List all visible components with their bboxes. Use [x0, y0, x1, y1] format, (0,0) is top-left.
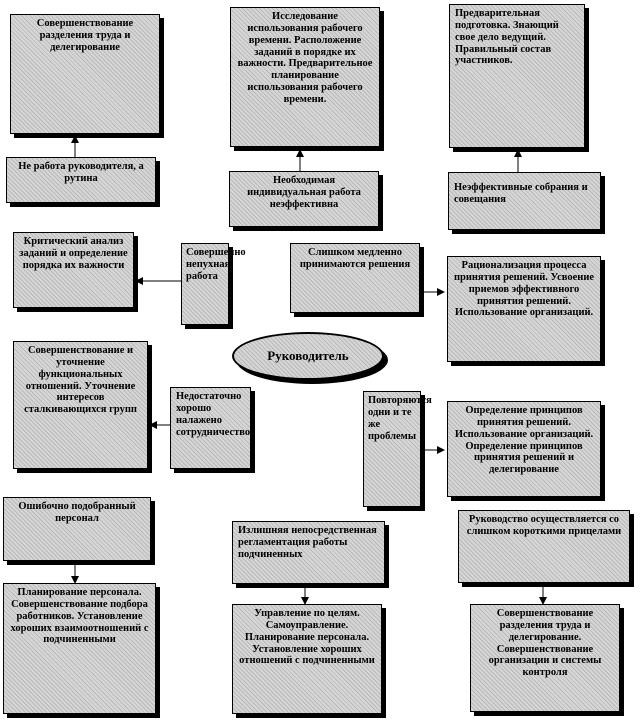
box-management-by-objectives: Управление по целям. Самоуправление. Пла… [232, 604, 382, 714]
box-text: Недостаточно хорошо налажено сотрудничес… [176, 391, 251, 438]
box-text: Совершенно непухная работа [186, 247, 246, 282]
box-cooperation: Недостаточно хорошо налажено сотрудничес… [170, 387, 251, 469]
box-decision-principles: Определение принципов принятия решений. … [447, 401, 601, 497]
box-text: Предварительная подготовка. Знающий свое… [455, 8, 559, 67]
box-text: Руководство осуществляется со слишком ко… [466, 514, 622, 537]
box-text: Управление по целям. Самоуправление. Пла… [239, 608, 375, 667]
box-bad-personnel: Ошибочно подобранный персонал [3, 497, 151, 561]
box-text: Необходимая индивидуальная работа неэффе… [247, 175, 361, 210]
box-text: Слишком медленно принимаются решения [299, 247, 411, 270]
box-text: Повторяются одни и те же проблемы [368, 395, 432, 442]
box-text: Ошибочно подобранный персонал [18, 501, 136, 524]
box-text: Не работа руководителя, а рутина [18, 161, 144, 184]
box-critical-analysis: Критический анализ заданий и определение… [13, 232, 134, 308]
box-short-goals: Руководство осуществляется со слишком ко… [458, 510, 630, 583]
box-text: Неэффективные собрания и совещания [454, 182, 588, 205]
box-text: Исследование использования рабочего врем… [237, 11, 373, 106]
center-label: Руководитель [267, 348, 349, 363]
box-text: Совершенствование разделения труда и дел… [488, 608, 602, 679]
box-excess-regulation: Излишняя непосредственная регламентация … [232, 521, 385, 584]
box-research-time: Исследование использования рабочего врем… [230, 7, 380, 147]
center-manager-oval: Руководитель [232, 332, 384, 380]
box-preparation: Предварительная подготовка. Знающий свое… [449, 4, 585, 148]
box-individual-work: Необходимая индивидуальная работа неэффе… [229, 171, 379, 227]
box-delegation-control: Совершенствование разделения труда и дел… [470, 604, 620, 712]
box-functional-relations: Совершенствование и уточнение функционал… [13, 341, 148, 469]
box-staff-planning: Планирование персонала. Совершенствовани… [3, 583, 156, 714]
box-text: Рационализация процесса принятия решений… [453, 260, 595, 319]
box-text: Совершенствование и уточнение функционал… [24, 345, 137, 416]
box-rationalization: Рационализация процесса принятия решений… [447, 256, 601, 362]
box-text: Планирование персонала. Совершенствовани… [10, 587, 149, 646]
box-meetings: Неэффективные собрания и совещания [448, 172, 601, 230]
box-text: Критический анализ заданий и определение… [19, 236, 128, 271]
box-text: Совершенствование разделения труда и дел… [36, 18, 134, 53]
box-slow-decisions: Слишком медленно принимаются решения [290, 243, 420, 313]
box-repeating-problems: Повторяются одни и те же проблемы [363, 391, 432, 507]
box-text: Определение принципов принятия решений. … [454, 405, 594, 476]
box-delegation-top: Совершенствование разделения труда и дел… [10, 14, 160, 134]
box-sloppy-work: Совершенно непухная работа [181, 243, 246, 325]
box-text: Излишняя непосредственная регламентация … [238, 525, 377, 560]
box-routine: Не работа руководителя, а рутина [6, 157, 156, 203]
